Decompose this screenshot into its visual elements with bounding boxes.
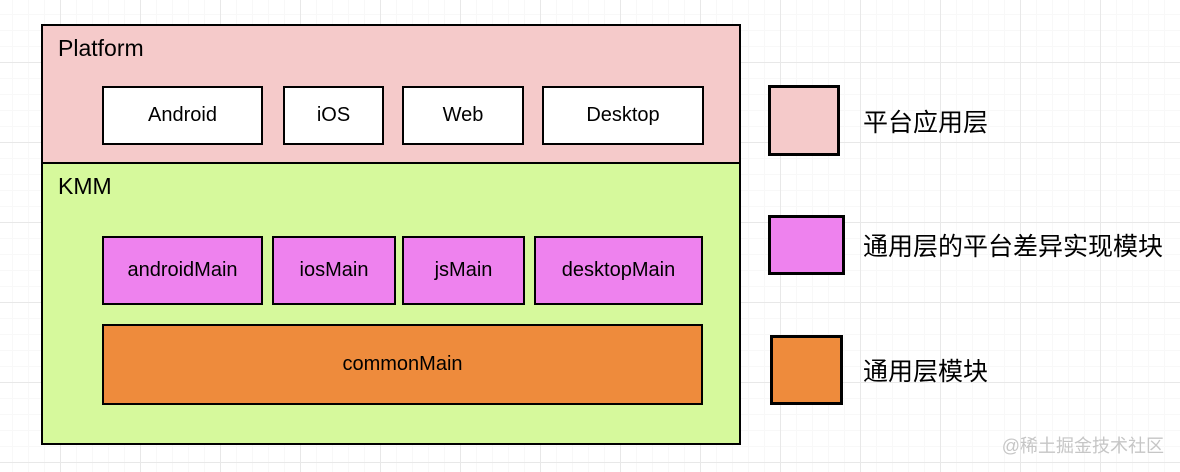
- node-commonmain-label: commonMain: [342, 353, 463, 375]
- node-iosmain: iosMain: [272, 236, 396, 305]
- kmm-layer-box: KMM androidMain iosMain jsMain desktopMa…: [41, 162, 741, 445]
- platform-layer-label: Platform: [58, 35, 144, 61]
- node-commonmain: commonMain: [102, 324, 703, 405]
- node-androidmain-label: androidMain: [127, 259, 238, 281]
- node-desktopmain-label: desktopMain: [561, 259, 676, 281]
- node-web: Web: [402, 86, 524, 145]
- node-ios: iOS: [283, 86, 384, 145]
- node-jsmain-label: jsMain: [434, 259, 493, 281]
- legend-label-variant-modules: 通用层的平台差异实现模块: [863, 233, 1164, 261]
- node-desktopmain: desktopMain: [534, 236, 703, 305]
- legend-swatch-platform-layer: [768, 85, 840, 156]
- legend-label-platform-layer: 平台应用层: [863, 108, 989, 137]
- kmm-layer-label: KMM: [58, 173, 112, 199]
- legend-label-common-module: 通用层模块: [863, 358, 989, 386]
- node-desktop-label: Desktop: [586, 104, 660, 126]
- node-android: Android: [102, 86, 263, 145]
- node-iosmain-label: iosMain: [299, 259, 369, 281]
- node-android-label: Android: [148, 104, 217, 126]
- node-web-label: Web: [442, 104, 484, 126]
- node-jsmain: jsMain: [402, 236, 525, 305]
- node-ios-label: iOS: [316, 104, 351, 126]
- legend-swatch-variant-modules: [768, 215, 845, 275]
- legend-swatch-common-module: [770, 335, 843, 405]
- node-desktop: Desktop: [542, 86, 704, 145]
- watermark-text: @稀土掘金技术社区: [1001, 436, 1164, 456]
- platform-layer-box: Platform Android iOS Web Desktop: [41, 24, 741, 164]
- node-androidmain: androidMain: [102, 236, 263, 305]
